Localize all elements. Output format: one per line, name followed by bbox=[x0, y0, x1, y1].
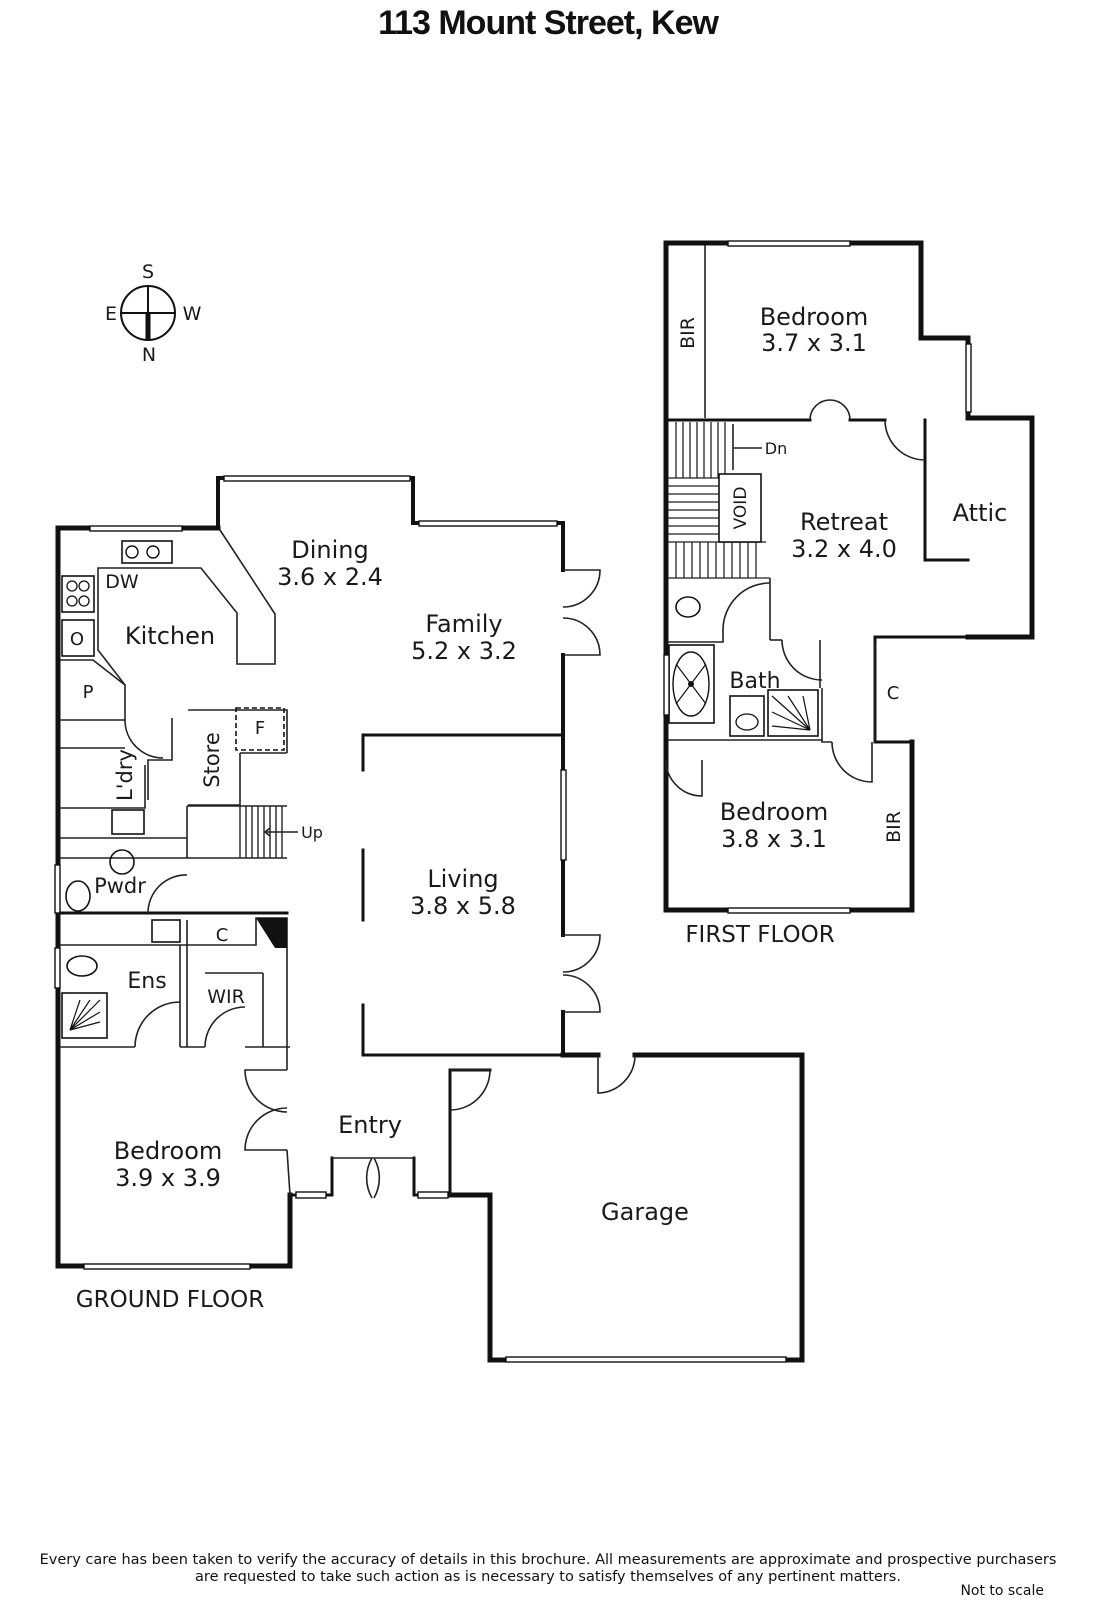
first-floor-labels: Bedroom 3.7 x 3.1 Retreat 3.2 x 4.0 Atti… bbox=[677, 303, 1007, 948]
fixture-bir-top: BIR bbox=[677, 317, 699, 349]
room-name-entry: Entry bbox=[338, 1111, 402, 1139]
ground-floor-labels: Dining 3.6 x 2.4 Family 5.2 x 3.2 Kitche… bbox=[70, 536, 689, 1313]
fixture-dishwasher: DW bbox=[105, 571, 139, 593]
room-name-bath: Bath bbox=[729, 669, 780, 694]
stairs-down-label: Dn bbox=[765, 439, 787, 458]
not-to-scale-note: Not to scale bbox=[960, 1583, 1044, 1599]
fixture-pantry: P bbox=[83, 682, 94, 703]
room-size-bedroom-first-1: 3.7 x 3.1 bbox=[761, 329, 867, 357]
room-name-kitchen: Kitchen bbox=[125, 622, 215, 650]
room-size-bedroom-ground: 3.9 x 3.9 bbox=[115, 1164, 221, 1192]
compass-s: S bbox=[142, 261, 154, 283]
room-name-retreat: Retreat bbox=[800, 508, 888, 536]
fixture-void: VOID bbox=[731, 487, 751, 530]
room-size-family: 5.2 x 3.2 bbox=[411, 637, 517, 665]
floor-plan-drawing: S E W N bbox=[54, 240, 1035, 1363]
room-name-ensuite: Ens bbox=[127, 969, 166, 994]
room-name-dining: Dining bbox=[291, 536, 368, 564]
room-name-family: Family bbox=[425, 610, 502, 638]
first-floor-label: FIRST FLOOR bbox=[685, 922, 834, 948]
disclaimer-line-1: Every care has been taken to verify the … bbox=[39, 1552, 1057, 1568]
fixture-fridge: F bbox=[255, 718, 265, 739]
ground-floor-walls bbox=[54, 475, 805, 1363]
first-floor-walls bbox=[663, 240, 1035, 914]
room-size-retreat: 3.2 x 4.0 bbox=[791, 535, 897, 563]
room-name-laundry: L'dry bbox=[113, 749, 137, 801]
stairs-up-label: Up bbox=[301, 823, 323, 842]
room-name-bedroom-first-2: Bedroom bbox=[720, 798, 829, 826]
room-name-living: Living bbox=[427, 865, 498, 893]
room-size-bedroom-first-2: 3.8 x 3.1 bbox=[721, 825, 827, 853]
fixture-cupboard-ground: C bbox=[216, 925, 229, 946]
room-name-store: Store bbox=[200, 732, 224, 788]
fixture-oven: O bbox=[70, 629, 84, 650]
ground-floor-label: GROUND FLOOR bbox=[76, 1287, 264, 1313]
room-name-attic: Attic bbox=[953, 499, 1008, 527]
room-name-garage: Garage bbox=[601, 1198, 689, 1226]
disclaimer-line-2: are requested to take such action as is … bbox=[195, 1569, 901, 1585]
room-name-powder: Pwdr bbox=[94, 874, 146, 898]
disclaimer: Every care has been taken to verify the … bbox=[0, 1552, 1096, 1586]
fixture-bir-bottom: BIR bbox=[883, 811, 905, 843]
room-name-bedroom-ground: Bedroom bbox=[114, 1137, 223, 1165]
room-name-bedroom-first-1: Bedroom bbox=[760, 303, 869, 331]
room-size-dining: 3.6 x 2.4 bbox=[277, 563, 383, 591]
compass-n: N bbox=[142, 344, 156, 366]
compass-w: W bbox=[183, 303, 202, 325]
page-title: 113 Mount Street, Kew bbox=[378, 4, 719, 42]
room-name-wir: WIR bbox=[207, 986, 245, 1008]
fixture-cupboard-first: C bbox=[887, 683, 900, 704]
compass: S E W N bbox=[105, 261, 202, 366]
room-size-living: 3.8 x 5.8 bbox=[410, 892, 516, 920]
compass-e: E bbox=[105, 303, 117, 325]
